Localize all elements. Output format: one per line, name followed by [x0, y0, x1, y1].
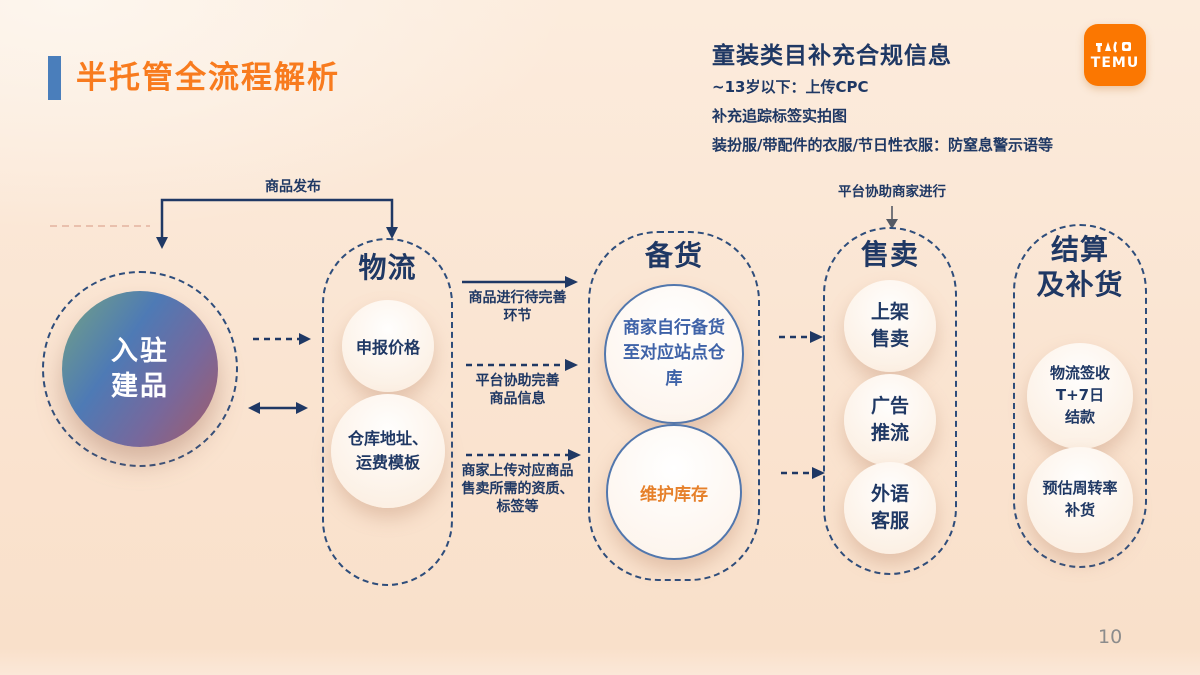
assist-down-arrow: [886, 206, 898, 229]
item-declare-price: 申报价格: [342, 300, 434, 392]
logistics-stock-label-2: 平台协助完善 商品信息: [475, 373, 560, 408]
stage-capsule-sell: [823, 227, 957, 575]
compliance-heading: 童装类目补充合规信息: [712, 43, 952, 69]
entry-dashed-ring: [42, 271, 238, 467]
item-foreign-service: 外语 客服: [844, 462, 936, 554]
publish-arrow-label: 商品发布: [265, 179, 321, 195]
compliance-line-1: ~13岁以下：上传CPC: [712, 78, 869, 96]
item-ad-promotion: 广告 推流: [844, 374, 936, 466]
entry-circle: 入驻 建品: [62, 291, 218, 447]
publish-arrow: [156, 198, 398, 249]
entry-logistics-dashed-arrow: [253, 333, 311, 345]
logistics-stock-label-3: 商家上传对应商品 售卖所需的资质、 标签等: [461, 463, 574, 516]
page-number: 10: [1098, 626, 1123, 648]
stage-capsule-settle: [1013, 224, 1147, 568]
title-accent-bar: [48, 56, 61, 100]
item-self-stock: 商家自行备货 至对应站点仓 库: [604, 284, 744, 424]
stage-title-logistics: 物流: [358, 251, 417, 284]
logistics-stock-label-1: 商品进行待完善 环节: [468, 290, 567, 325]
item-listing-sale: 上架 售卖: [844, 280, 936, 372]
item-turnover-restock: 预估周转率 补货: [1027, 447, 1133, 553]
stock-sell-dashed-arrow-2: [781, 467, 825, 479]
entry-label: 入驻 建品: [111, 335, 169, 402]
compliance-line-2: 补充追踪标签实拍图: [712, 106, 848, 125]
stock-sell-dashed-arrow-1: [779, 331, 823, 343]
stage-title-settle: 结算 及补货: [1036, 233, 1124, 301]
logistics-stock-dashed-arrow-1: [466, 359, 578, 371]
entry-logistics-double-arrow: [248, 402, 308, 414]
compliance-line-3: 装扮服/带配件的衣服/节日性衣服：防窒息警示语等: [712, 135, 1053, 154]
stage-title-sell: 售卖: [860, 238, 919, 271]
logistics-stock-solid-arrow: [462, 276, 578, 288]
stage-capsule-stock: [588, 231, 760, 581]
item-maintain-inventory: 维护库存: [606, 424, 742, 560]
compliance-note: 童装类目补充合规信息 ~13岁以下：上传CPC 补充追踪标签实拍图 装扮服/带配…: [712, 36, 1172, 156]
stage-capsule-logistics: [322, 238, 453, 586]
item-warehouse-address: 仓库地址、 运费模板: [331, 394, 445, 508]
temu-logo-glyphs: [1096, 40, 1131, 53]
logistics-stock-dashed-arrow-2: [466, 449, 581, 461]
page-title: 半托管全流程解析: [76, 60, 340, 96]
temu-logo-text: TEMU: [1090, 54, 1140, 71]
stage-title-stock: 备货: [644, 239, 703, 272]
item-logistics-sign: 物流签收 T+7日 结款: [1027, 343, 1133, 449]
temu-logo: TEMU: [1084, 24, 1146, 86]
platform-assist-label: 平台协助商家进行: [838, 184, 946, 200]
